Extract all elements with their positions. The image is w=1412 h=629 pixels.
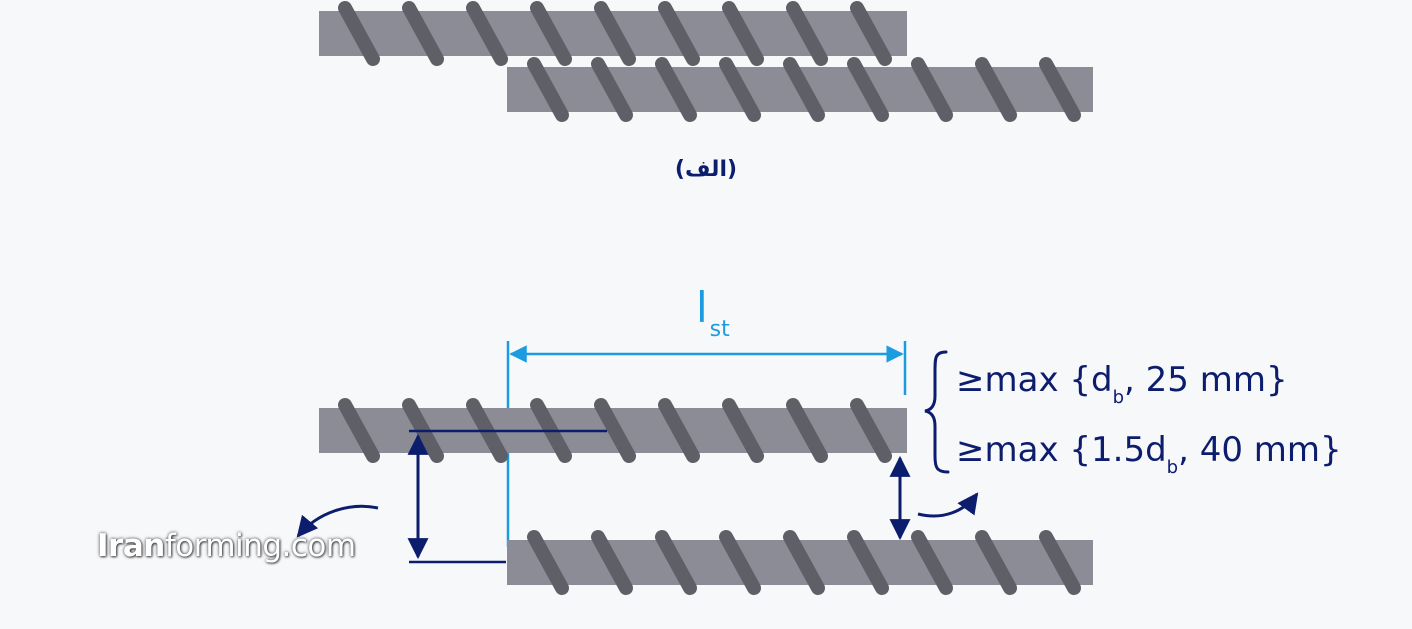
rebar-rib (783, 57, 825, 122)
rebar-rib (719, 530, 761, 595)
rebar-rib (594, 398, 636, 463)
rebar-rib (911, 57, 953, 122)
rebar-rib (1039, 530, 1081, 595)
condition-1-suffix: , 25 mm} (1124, 360, 1288, 400)
rebar-rib (1039, 57, 1081, 122)
iranforming-watermark: Iranforming.com (97, 528, 356, 564)
rebar-rib (527, 57, 569, 122)
rebar-b-top (319, 398, 907, 463)
rebar-rib (975, 530, 1017, 595)
spacing-condition-2: ≥max {1.5db, 40 mm} (956, 430, 1342, 478)
rebar-rib (655, 530, 697, 595)
length-symbol: l (696, 283, 708, 332)
rebar-rib (402, 1, 444, 66)
spacing-condition-1: ≥max {db, 25 mm} (956, 360, 1288, 408)
rebar-rib (847, 57, 889, 122)
rebar-rib (591, 57, 633, 122)
curved-arrow-left-icon (296, 504, 379, 538)
rebar-rib (338, 1, 380, 66)
brace-icon (924, 350, 950, 474)
watermark-bold-part: Iran (97, 528, 165, 564)
rebar-rib (658, 1, 700, 66)
length-subscript: st (710, 317, 730, 342)
rebar-rib (655, 57, 697, 122)
figure-a: (الف) (319, 1, 1093, 182)
rebar-rib (338, 398, 380, 463)
rebar-rib (783, 530, 825, 595)
caption-alef: (الف) (675, 157, 737, 182)
rebar-rib (527, 530, 569, 595)
rebar-rib (591, 530, 633, 595)
figure-b: lst (296, 283, 1342, 595)
rebar-b-bottom (507, 530, 1093, 595)
rebar-rib (722, 1, 764, 66)
rebar-rib (911, 530, 953, 595)
rebar-rib (719, 57, 761, 122)
rebar-rib (530, 1, 572, 66)
rebar-rib (975, 57, 1017, 122)
rebar-rib (850, 1, 892, 66)
curved-arrow-right-icon (917, 492, 979, 518)
length-label: lst (696, 283, 730, 342)
condition-2-suffix: , 40 mm} (1178, 430, 1342, 470)
rebar-rib (847, 530, 889, 595)
condition-2-subscript: b (1167, 457, 1178, 478)
rebar-rib (466, 1, 508, 66)
condition-1-prefix: ≥max {d (956, 360, 1113, 400)
condition-1-subscript: b (1113, 387, 1124, 408)
rebar-rib (722, 398, 764, 463)
rebar-rib (594, 1, 636, 66)
watermark-rest: forming.com (164, 528, 356, 564)
rebar-a-bottom (507, 57, 1093, 122)
rebar-rib (658, 398, 700, 463)
rebar-a-top (319, 1, 907, 66)
rebar-rib (786, 1, 828, 66)
rebar-rib (786, 398, 828, 463)
rebar-rib (850, 398, 892, 463)
condition-2-prefix: ≥max {1.5d (956, 430, 1167, 470)
